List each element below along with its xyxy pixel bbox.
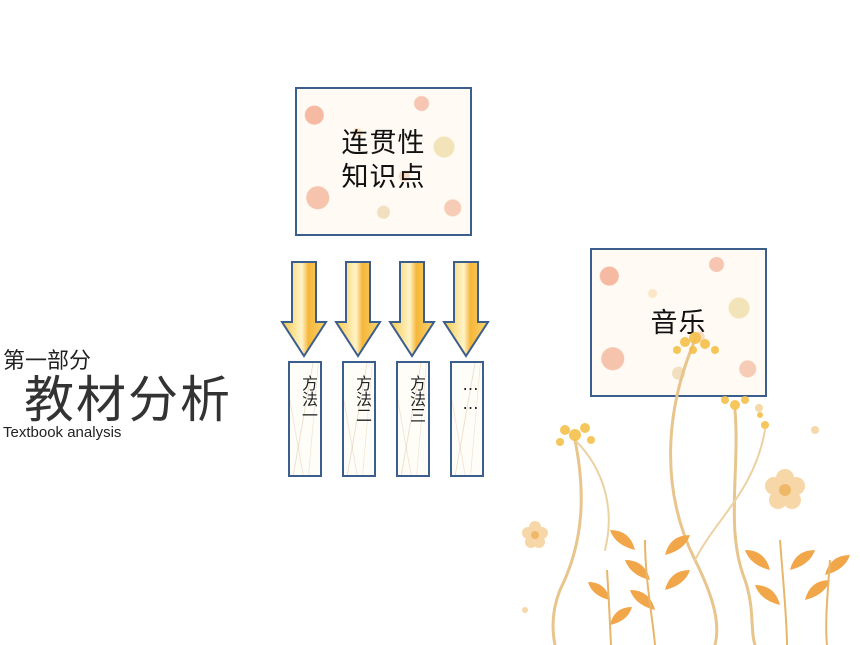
method-label-2: 方法二 bbox=[353, 375, 372, 423]
down-arrow-icon bbox=[442, 261, 490, 358]
music-box: 音乐 bbox=[590, 248, 767, 397]
daisy-flower-icon bbox=[522, 521, 548, 548]
method-box-4: …… bbox=[450, 361, 484, 477]
daisy-flower-icon bbox=[765, 469, 805, 509]
method-label-3: 方法三 bbox=[407, 375, 426, 423]
method-box-2: 方法二 bbox=[342, 361, 376, 477]
down-arrow-icon bbox=[280, 261, 328, 358]
method-box-1: 方法一 bbox=[288, 361, 322, 477]
down-arrow-icon bbox=[334, 261, 382, 358]
coherent-knowledge-line2: 知识点 bbox=[341, 162, 426, 193]
coherent-knowledge-line1: 连贯性 bbox=[341, 128, 426, 159]
method-label-1: 方法一 bbox=[299, 375, 318, 423]
down-arrow-icon bbox=[388, 261, 436, 358]
section-subtitle: Textbook analysis bbox=[3, 424, 122, 441]
section-small-title: 第一部分 bbox=[3, 349, 92, 374]
floral-decoration-icon bbox=[522, 332, 850, 645]
section-big-title: 教材分析 bbox=[24, 371, 232, 429]
coherent-knowledge-box: 连贯性 知识点 bbox=[295, 87, 472, 236]
method-box-3: 方法三 bbox=[396, 361, 430, 477]
method-label-4: …… bbox=[461, 375, 480, 413]
down-arrows-group bbox=[280, 261, 490, 358]
coherent-knowledge-label: 连贯性 知识点 bbox=[297, 127, 470, 195]
